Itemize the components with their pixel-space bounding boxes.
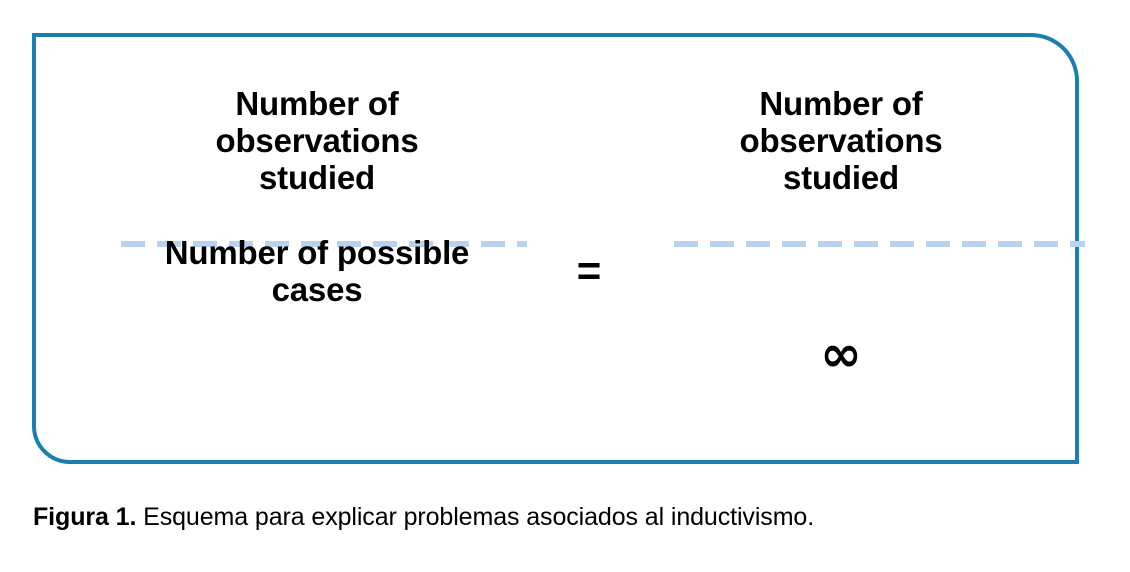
right-fraction-numerator: Number of observations studied	[739, 85, 943, 197]
equals-operator: =	[576, 247, 602, 294]
right-fraction-bar	[674, 241, 1085, 247]
left-fraction-bar	[121, 241, 527, 247]
diagram-frame: Number of observations studied Number of…	[32, 33, 1085, 464]
figure-caption-label: Figura 1.	[33, 503, 137, 531]
figure-caption-text: Esquema para explicar problemas asociado…	[136, 503, 815, 531]
left-fraction-numerator-area: Number of observations studied	[82, 77, 552, 197]
left-fraction-numerator: Number of observations studied	[215, 85, 419, 197]
right-fraction-numerator-area: Number of observations studied	[606, 77, 1076, 197]
left-fraction-denominator: Number of possible cases	[164, 234, 470, 308]
figure-caption: Figura 1. Esquema para explicar problema…	[33, 500, 1093, 534]
infinity-icon: ∞	[820, 325, 862, 383]
